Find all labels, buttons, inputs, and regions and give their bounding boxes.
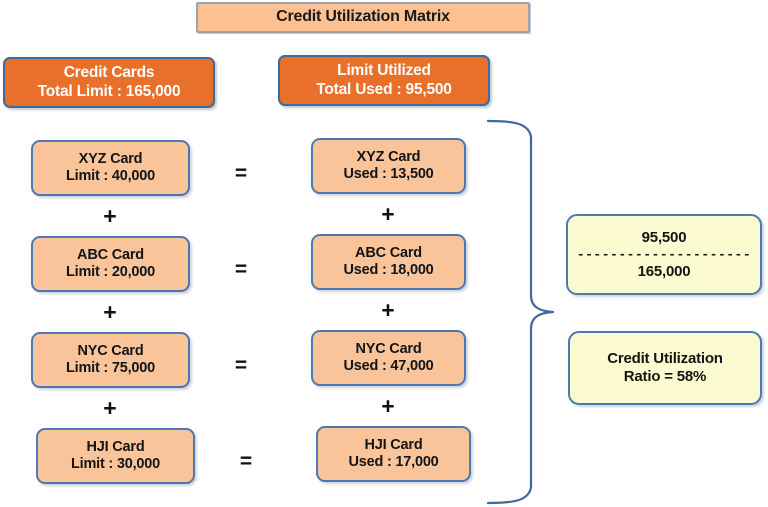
ratio-value: Ratio = 58%: [623, 368, 707, 385]
used-card-hji-value: Used : 17,000: [348, 454, 439, 470]
limit-card-nyc-name: NYC Card: [77, 342, 144, 359]
header-limit-utilized: Limit Utilized Total Used : 95,500: [278, 55, 490, 106]
used-card-nyc-value: Used : 47,000: [343, 358, 434, 374]
plus-sign-right-1: +: [381, 201, 395, 227]
equals-sign-row-2: =: [234, 258, 248, 281]
header-limit-utilized-total: Total Used : 95,500: [316, 80, 452, 98]
plus-sign-left-2: +: [103, 299, 117, 325]
header-limit-utilized-title: Limit Utilized: [337, 62, 431, 80]
limit-card-hji: HJI Card Limit : 30,000: [36, 428, 195, 484]
limit-card-abc: ABC Card Limit : 20,000: [31, 236, 190, 292]
header-credit-cards-title: Credit Cards: [63, 64, 155, 82]
used-card-hji: HJI Card Used : 17,000: [316, 426, 471, 482]
limit-card-nyc-value: Limit : 75,000: [65, 360, 156, 376]
fraction-numerator: 95,500: [641, 228, 687, 246]
equals-sign-row-4: =: [239, 450, 253, 473]
equals-sign-row-1: =: [234, 162, 248, 185]
plus-sign-right-2: +: [381, 297, 395, 323]
used-card-xyz-name: XYZ Card: [356, 148, 421, 165]
utilization-ratio-box: Credit Utilization Ratio = 58%: [568, 331, 762, 405]
limit-card-xyz-value: Limit : 40,000: [65, 168, 156, 184]
utilization-fraction-box: 95,500 --------------------- 165,000: [566, 214, 762, 295]
ratio-label: Credit Utilization: [607, 350, 723, 368]
used-card-nyc-name: NYC Card: [355, 340, 422, 357]
used-card-xyz-value: Used : 13,500: [343, 166, 434, 182]
header-credit-cards-total: Total Limit : 165,000: [37, 82, 181, 100]
header-credit-cards: Credit Cards Total Limit : 165,000: [3, 57, 215, 108]
limit-card-hji-value: Limit : 30,000: [70, 456, 161, 472]
plus-sign-right-3: +: [381, 393, 395, 419]
diagram-title-box: Credit Utilization Matrix: [196, 2, 530, 33]
limit-card-hji-name: HJI Card: [86, 438, 145, 455]
used-card-xyz: XYZ Card Used : 13,500: [311, 138, 466, 194]
used-card-abc-value: Used : 18,000: [343, 262, 434, 278]
plus-sign-left-1: +: [103, 203, 117, 229]
used-card-nyc: NYC Card Used : 47,000: [311, 330, 466, 386]
limit-card-xyz-name: XYZ Card: [78, 150, 143, 167]
used-card-hji-name: HJI Card: [364, 436, 423, 453]
limit-card-abc-name: ABC Card: [77, 246, 144, 263]
limit-card-abc-value: Limit : 20,000: [65, 264, 156, 280]
used-card-abc-name: ABC Card: [355, 244, 422, 261]
limit-card-nyc: NYC Card Limit : 75,000: [31, 332, 190, 388]
plus-sign-left-3: +: [103, 395, 117, 421]
diagram-title-text: Credit Utilization Matrix: [276, 8, 450, 26]
fraction-bar: ---------------------: [576, 246, 752, 262]
used-card-abc: ABC Card Used : 18,000: [311, 234, 466, 290]
equals-sign-row-3: =: [234, 354, 248, 377]
fraction-denominator: 165,000: [637, 262, 691, 280]
grouping-brace-icon: [486, 119, 555, 505]
limit-card-xyz: XYZ Card Limit : 40,000: [31, 140, 190, 196]
